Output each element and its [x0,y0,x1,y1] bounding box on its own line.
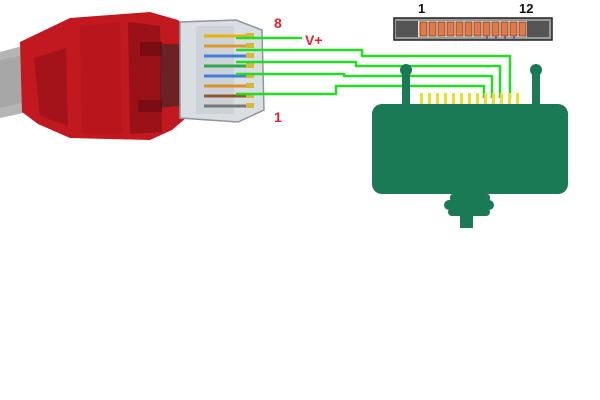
vplus-label: V+ [305,32,323,48]
strip-pin-12-label: 12 [519,1,533,16]
wire-2 [236,60,502,98]
wire-3 [236,72,494,98]
wire-bundle [236,36,512,98]
pin-8-label: 8 [274,15,282,31]
rj45-plug-icon [0,12,265,140]
pinout-strip-icon [393,17,553,41]
connector-body [372,104,568,194]
wire-1 [236,48,512,98]
pin-1-label: 1 [274,109,282,125]
twelve-pin-connector-icon [372,64,568,228]
wire-4 [236,84,486,98]
strip-pin-1-label: 1 [418,1,425,16]
